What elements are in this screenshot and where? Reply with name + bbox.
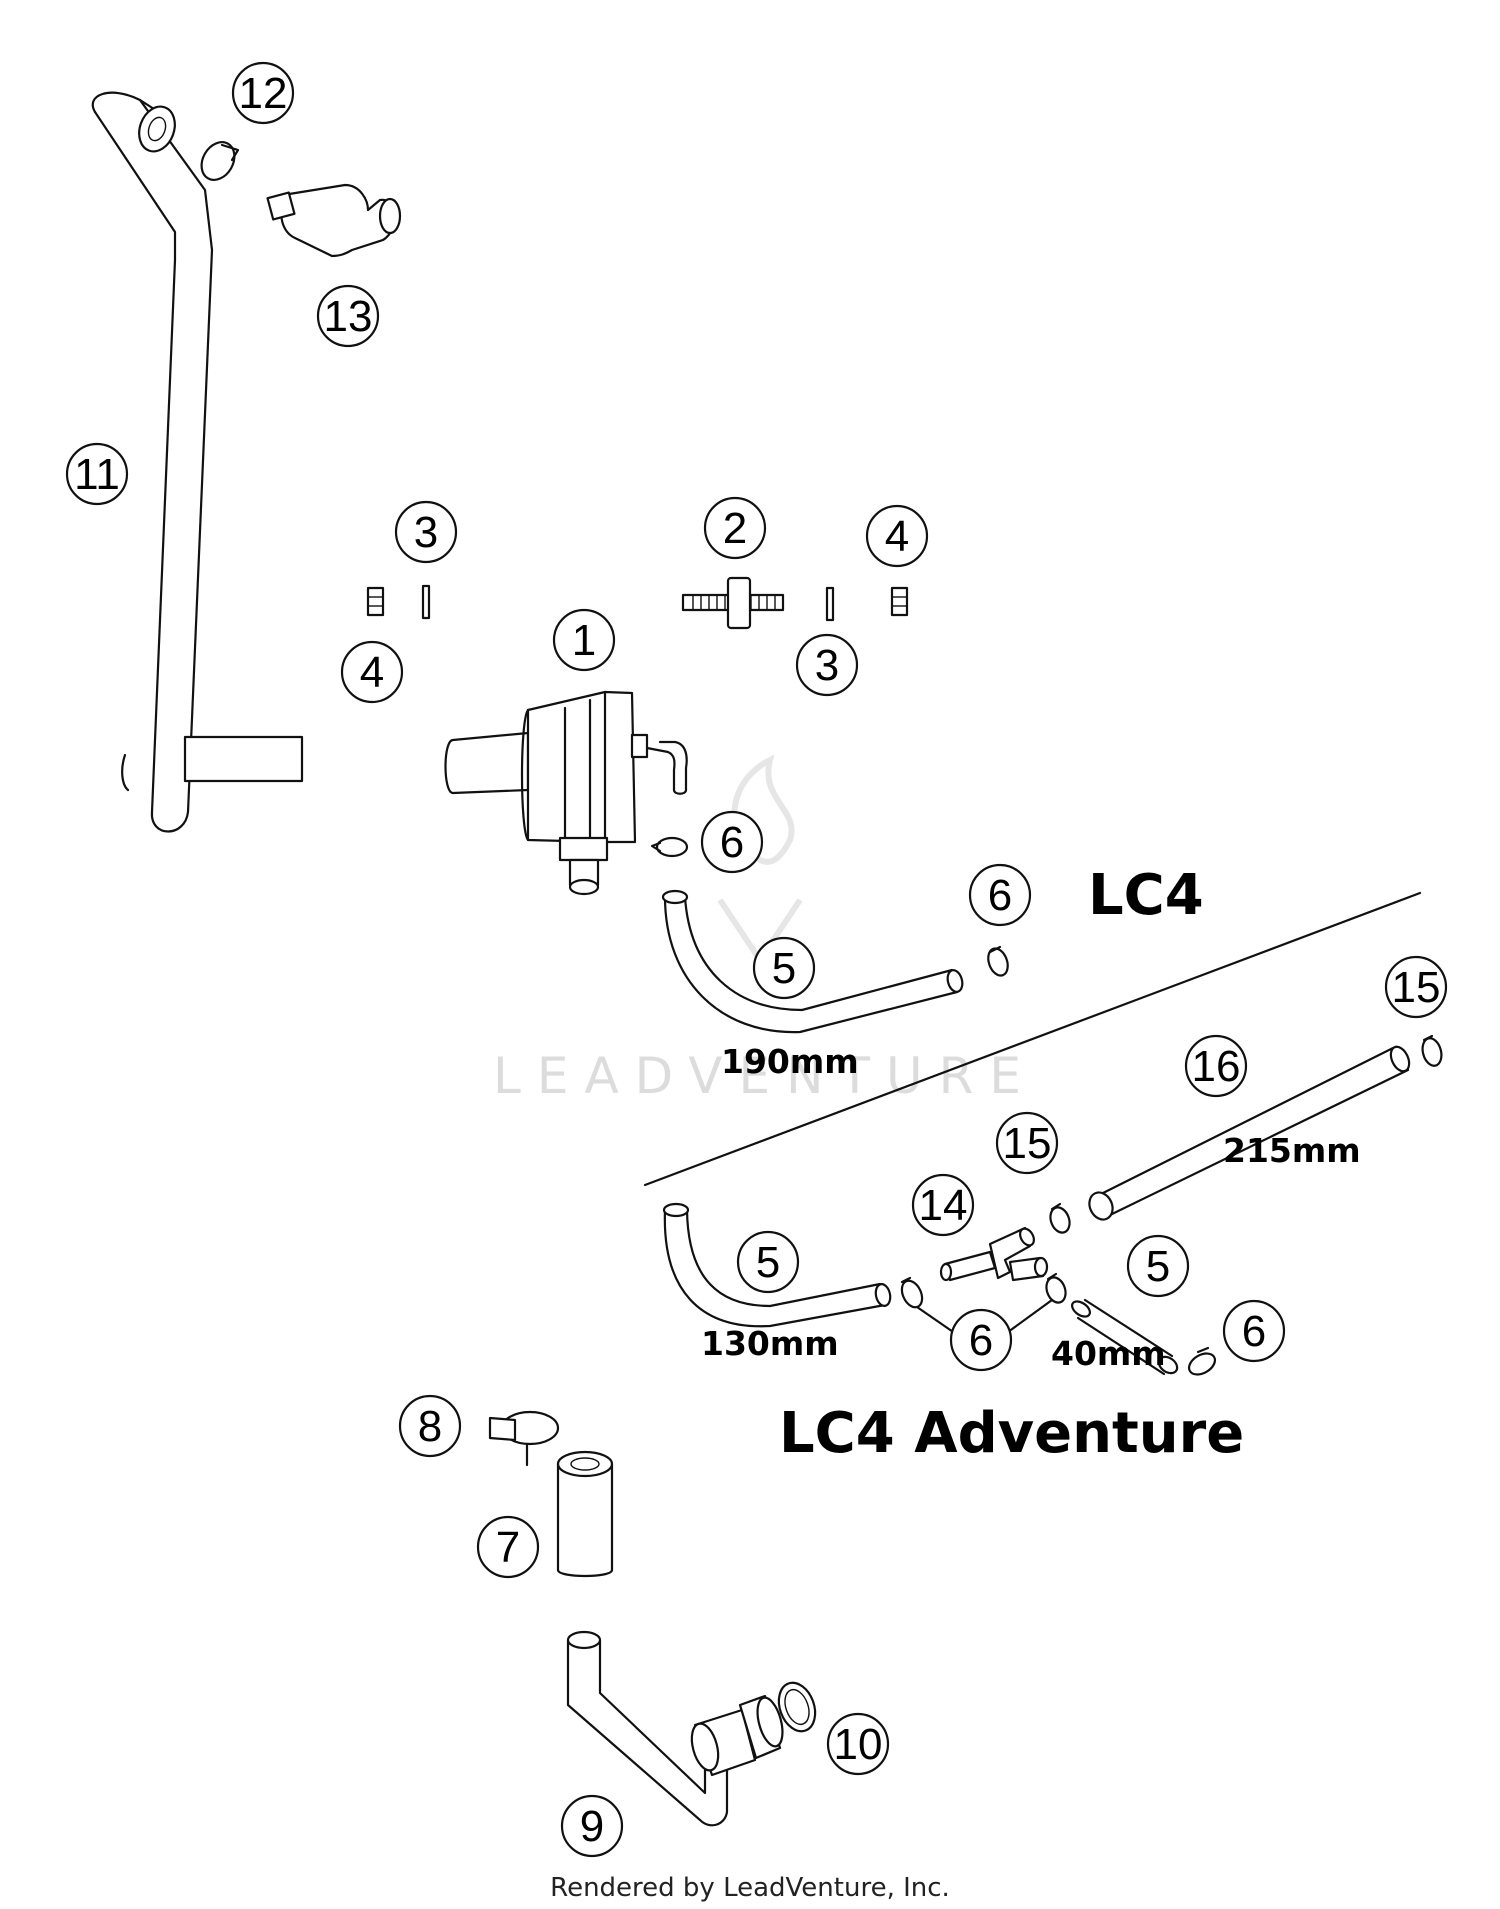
svg-text:5: 5 — [772, 944, 796, 993]
svg-text:6: 6 — [969, 1316, 993, 1365]
callout-10: 10 — [826, 1712, 890, 1776]
callout-5-adventure-short: 5 — [1126, 1234, 1190, 1298]
svg-text:15: 15 — [1003, 1119, 1052, 1168]
model-label-lc4: LC4 — [1088, 863, 1204, 928]
section-divider-line — [643, 891, 1422, 1187]
callout-15-tee: 15 — [995, 1111, 1059, 1175]
part-3-washer-left — [421, 584, 431, 620]
part-9-bent-pipe — [566, 1630, 784, 1827]
part-4-nut-left — [366, 586, 385, 617]
svg-text:5: 5 — [1146, 1242, 1170, 1291]
callout-16: 16 — [1184, 1034, 1248, 1098]
svg-text:2: 2 — [723, 504, 747, 553]
callout-6-valve: 6 — [700, 810, 764, 874]
part-11-breather-hose — [91, 91, 304, 833]
part-3-washer-right — [825, 586, 835, 622]
svg-text:13: 13 — [324, 292, 373, 341]
part-12-clamp — [200, 141, 240, 181]
model-label-lc4-adventure: LC4 Adventure — [779, 1401, 1244, 1466]
callout-5-adventure-bend: 5 — [736, 1230, 800, 1294]
part-6-clamp-valve — [650, 836, 689, 858]
callout-11: 11 — [65, 442, 129, 506]
part-6-clamp-adventure-mid — [1045, 1272, 1067, 1304]
part-6-clamp-adventure-right — [1187, 1346, 1217, 1376]
svg-text:7: 7 — [496, 1523, 520, 1572]
svg-text:10: 10 — [834, 1720, 883, 1769]
part-15-clamp-right — [1421, 1034, 1443, 1067]
part-1-valve-body — [444, 690, 688, 896]
svg-text:14: 14 — [919, 1181, 968, 1230]
dimension-label-130mm: 130mm — [701, 1324, 839, 1363]
svg-text:4: 4 — [885, 512, 909, 561]
svg-text:3: 3 — [815, 641, 839, 690]
callout-6-adventure-right: 6 — [1222, 1299, 1286, 1363]
dimension-label-190mm: 190mm — [721, 1042, 859, 1081]
part-16-hose-adventure — [1088, 1045, 1411, 1221]
callout-4-right: 4 — [865, 504, 929, 568]
dimension-label-215mm: 215mm — [1223, 1131, 1361, 1170]
callout-8: 8 — [398, 1394, 462, 1458]
callout-2: 2 — [703, 496, 767, 560]
part-6-clamp-lc4 — [987, 945, 1009, 977]
callout-4-left: 4 — [340, 640, 404, 704]
callout-15-right: 15 — [1384, 955, 1448, 1019]
footer-credit: Rendered by LeadVenture, Inc. — [550, 1873, 950, 1903]
svg-text:6: 6 — [720, 818, 744, 867]
callout-6-lc4: 6 — [968, 863, 1032, 927]
svg-text:16: 16 — [1192, 1042, 1241, 1091]
svg-text:11: 11 — [74, 450, 120, 499]
callout-1: 1 — [552, 608, 616, 672]
callout-6-adventure: 6 — [949, 1308, 1013, 1372]
part-14-tee-fitting — [939, 1226, 1049, 1282]
callout-3-right: 3 — [795, 633, 859, 697]
part-7-hose-sleeve — [556, 1450, 614, 1578]
part-13-elbow-fitting — [266, 183, 402, 258]
svg-text:5: 5 — [756, 1238, 780, 1287]
part-2-rubber-mount — [681, 576, 785, 630]
part-6-clamp-adventure-left — [900, 1276, 924, 1309]
svg-text:4: 4 — [360, 648, 384, 697]
svg-text:3: 3 — [414, 508, 438, 557]
part-5-hose-adventure-bend — [662, 1202, 892, 1328]
svg-text:15: 15 — [1392, 963, 1441, 1012]
part-10-o-ring — [777, 1681, 817, 1733]
dimension-label-40mm: 40mm — [1051, 1334, 1166, 1373]
svg-text:1: 1 — [572, 616, 596, 665]
callout-13: 13 — [316, 284, 380, 348]
callout-3-left: 3 — [394, 500, 458, 564]
part-4-nut-right — [890, 586, 909, 617]
callout-7: 7 — [476, 1515, 540, 1579]
callout-9: 9 — [560, 1794, 624, 1858]
svg-text:6: 6 — [988, 871, 1012, 920]
callout-14: 14 — [911, 1173, 975, 1237]
svg-text:8: 8 — [418, 1402, 442, 1451]
svg-text:6: 6 — [1242, 1307, 1266, 1356]
callout-5-lc4: 5 — [752, 936, 816, 1000]
part-5-hose-lc4 — [661, 889, 964, 1034]
part-5-hose-adventure-short — [1071, 1298, 1179, 1376]
part-15-clamp-tee — [1049, 1202, 1071, 1234]
callout-12: 12 — [231, 61, 295, 125]
svg-text:12: 12 — [239, 69, 288, 118]
part-8-hose-clamp — [488, 1410, 560, 1467]
svg-text:9: 9 — [580, 1802, 604, 1851]
